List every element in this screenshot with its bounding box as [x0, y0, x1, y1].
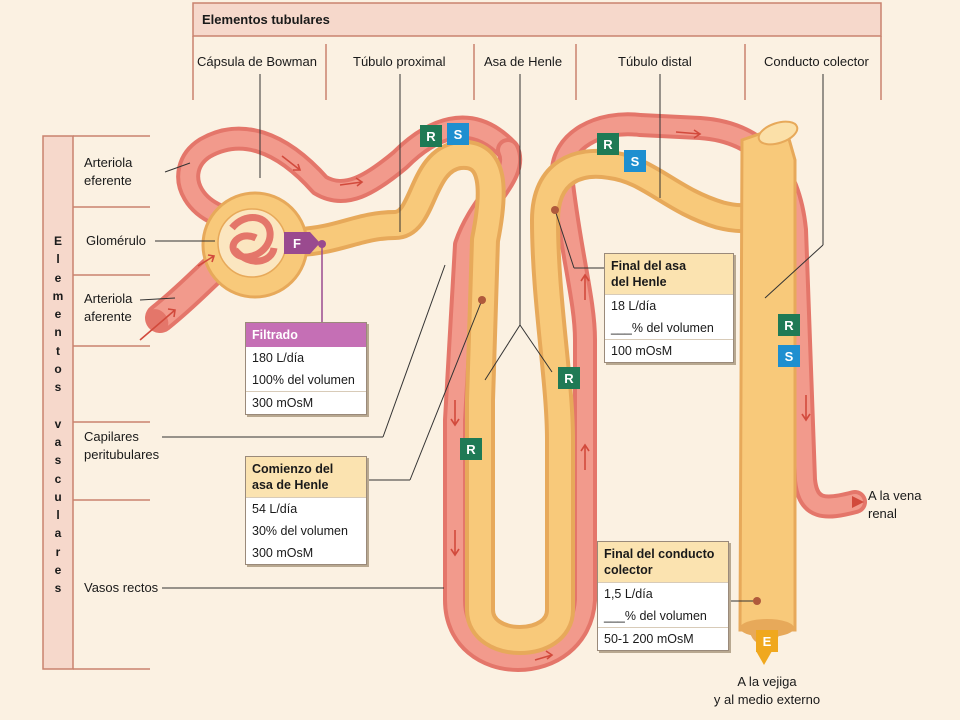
secretion-arrow-icon: S [447, 123, 469, 145]
excretion-arrow-icon: E [756, 630, 778, 652]
glomerulus [229, 214, 278, 265]
vascular-header-bar [42, 135, 74, 670]
filtration-arrow-head [310, 232, 320, 254]
reabsorption-arrow-icon: R [558, 367, 580, 389]
filtrate-box-title: Filtrado [246, 323, 366, 347]
secretion-arrow-icon: S [778, 345, 800, 367]
tubular-header-bar [192, 2, 882, 37]
reabsorption-arrow-icon: R [597, 133, 619, 155]
vascular-elements-title: E l e m e n t o s v a s c u l a r e s [52, 234, 64, 596]
label-vasa-recta: Vasos rectos [84, 580, 159, 595]
tubule [285, 139, 780, 655]
column-loop-of-henle: Asa de Henle [484, 54, 563, 69]
column-distal-tubule: Túbulo distal [618, 54, 692, 69]
column-bowman-capsule: Cápsula de Bowman [197, 54, 317, 69]
column-proximal-tubule: Túbulo proximal [353, 54, 446, 69]
blood-flow-arrows [139, 129, 811, 661]
filtrate-box: Filtrado 180 L/día 100% del volumen 300 … [245, 322, 367, 415]
label-glomerulus: Glomérulo [86, 233, 146, 248]
secretion-arrow-icon: S [624, 150, 646, 172]
filtration-arrow-icon: F [284, 232, 310, 254]
reabsorption-arrow-icon: R [460, 438, 482, 460]
reabsorption-arrow-icon: R [420, 125, 442, 147]
reabsorption-arrow-icon: R [778, 314, 800, 336]
column-collecting-duct: Conducto colector [764, 54, 869, 69]
tubular-elements-title: Elementos tubulares [202, 12, 330, 27]
leader-lines [139, 74, 824, 602]
